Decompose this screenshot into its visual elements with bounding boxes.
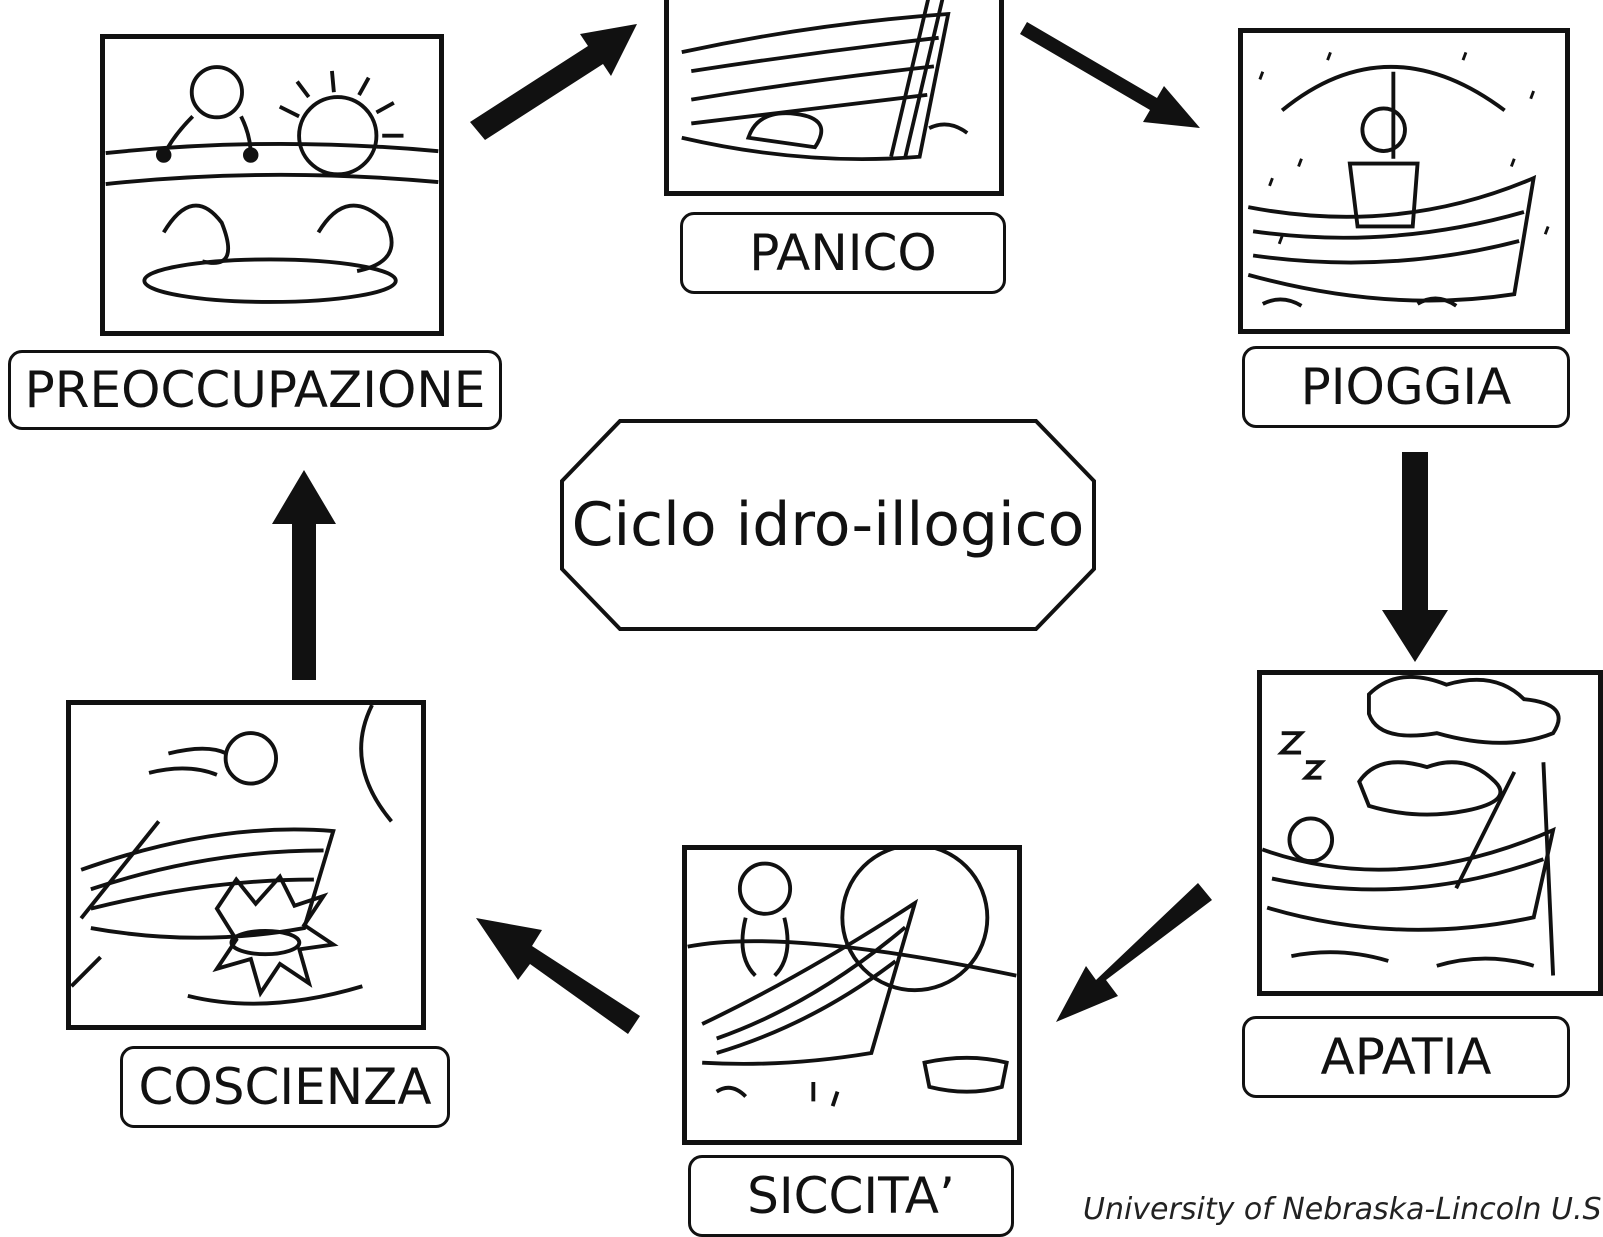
panel-siccita [682,845,1022,1145]
label-coscienza: COSCIENZA [120,1046,450,1128]
arrow-preoccupazione-to-panico [470,24,637,140]
rain-umbrella-illustration [1247,51,1550,308]
diagram-title: Ciclo idro-illogico [571,490,1085,560]
title-octagon [560,419,1096,631]
panel-panico [664,0,1004,196]
label-preoccupazione: PREOCCUPAZIONE [8,350,502,430]
worried-person-illustration [105,65,439,304]
panel-preoccupazione [100,34,444,336]
arrow-siccita-to-coscienza [476,918,640,1034]
drought-boat-illustration [687,850,1017,1107]
sleeping-in-boat-illustration [1262,675,1561,976]
arrow-pioggia-to-apatia [1382,452,1448,662]
panel-apatia [1257,670,1603,996]
arrow-panico-to-pioggia [1020,22,1200,128]
arrow-coscienza-to-preoccupazione [272,470,336,680]
realization-boat-illustration [71,705,393,1006]
arrow-apatia-to-siccita [1056,883,1212,1022]
source-credit: University of Nebraska-Lincoln U.S. [1083,1192,1603,1227]
label-siccita: SICCITA’ [688,1155,1014,1237]
label-apatia: APATIA [1242,1016,1570,1098]
label-pioggia: PIOGGIA [1242,346,1570,428]
stranded-boat-illustration [681,0,969,162]
panel-coscienza [66,700,426,1030]
label-panico: PANICO [680,212,1006,294]
panel-pioggia [1238,28,1570,334]
